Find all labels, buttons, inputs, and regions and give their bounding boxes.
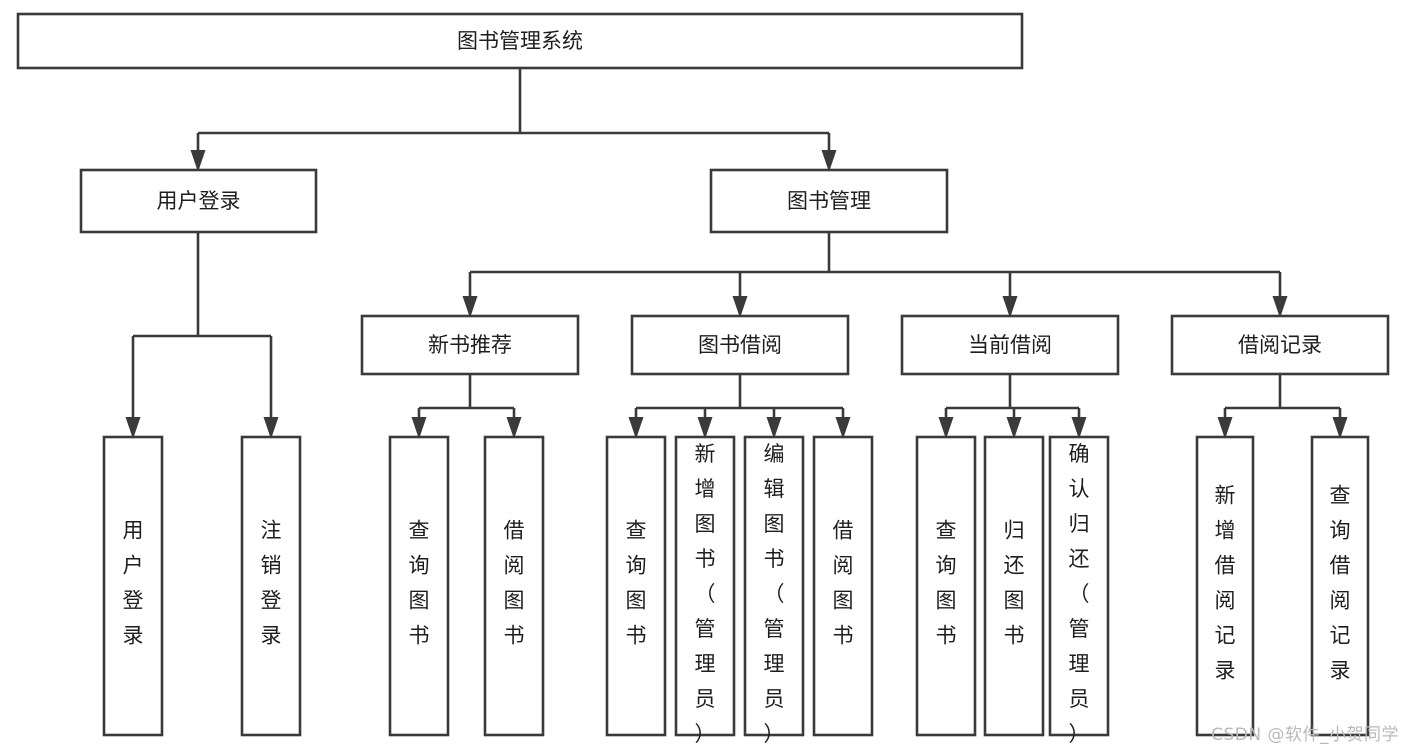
edge-group-root-to-level2 — [190, 68, 837, 172]
node-leaf-borrow-add[interactable]: 新增图书（管理员） — [674, 435, 736, 746]
node-label-leaf-borrow-add: 新增图书（管理员） — [695, 442, 716, 746]
node-leaf-user-login[interactable]: 用户登录 — [102, 435, 164, 737]
edges-layer — [125, 68, 1348, 439]
node-bookmgmt[interactable]: 图书管理 — [709, 168, 949, 234]
node-label-borrow: 图书借阅 — [698, 333, 782, 357]
node-login[interactable]: 用户登录 — [79, 168, 318, 234]
node-leaf-new-borrow[interactable]: 借阅图书 — [483, 435, 545, 737]
node-label-leaf-record-query: 查询借阅记录 — [1330, 484, 1351, 683]
node-label-leaf-new-query: 查询图书 — [409, 519, 430, 648]
node-label-leaf-user-logout: 注销登录 — [261, 519, 282, 648]
node-leaf-borrow-edit[interactable]: 编辑图书（管理员） — [743, 435, 805, 746]
node-label-leaf-user-login: 用户登录 — [123, 519, 144, 648]
node-label-login: 用户登录 — [157, 189, 241, 213]
node-label-leaf-current-query: 查询图书 — [936, 519, 957, 648]
node-label-root: 图书管理系统 — [457, 29, 583, 53]
edge-group-records-to-leaves — [1217, 374, 1348, 439]
node-leaf-user-logout[interactable]: 注销登录 — [240, 435, 302, 737]
node-label-leaf-borrow-query: 查询图书 — [626, 519, 647, 648]
node-label-leaf-new-borrow: 借阅图书 — [504, 519, 525, 648]
node-leaf-new-query[interactable]: 查询图书 — [388, 435, 450, 737]
node-label-current: 当前借阅 — [968, 333, 1052, 357]
edge-group-current-to-leaves — [938, 374, 1087, 439]
node-label-leaf-current-confirm: 确认归还（管理员） — [1069, 442, 1090, 746]
node-leaf-record-query[interactable]: 查询借阅记录 — [1310, 435, 1370, 737]
node-label-bookmgmt: 图书管理 — [787, 189, 871, 213]
node-label-records: 借阅记录 — [1238, 333, 1322, 357]
node-label-leaf-current-return: 归还图书 — [1004, 519, 1025, 648]
node-leaf-current-confirm[interactable]: 确认归还（管理员） — [1048, 435, 1110, 746]
node-newbook[interactable]: 新书推荐 — [360, 314, 580, 376]
nodes-layer: 图书管理系统用户登录图书管理新书推荐图书借阅当前借阅借阅记录用户登录注销登录查询… — [16, 12, 1390, 746]
edge-group-borrow-to-leaves — [628, 374, 851, 439]
node-leaf-borrow-lend[interactable]: 借阅图书 — [812, 435, 874, 737]
node-current[interactable]: 当前借阅 — [900, 314, 1120, 376]
node-leaf-record-add[interactable]: 新增借阅记录 — [1195, 435, 1255, 737]
node-label-leaf-record-add: 新增借阅记录 — [1215, 484, 1236, 683]
node-records[interactable]: 借阅记录 — [1170, 314, 1390, 376]
edge-group-login-to-leaves — [125, 232, 279, 439]
node-root[interactable]: 图书管理系统 — [16, 12, 1024, 70]
node-label-leaf-borrow-lend: 借阅图书 — [833, 519, 854, 648]
edge-group-newbook-to-leaves — [411, 374, 522, 439]
edge-group-bookmgmt-to-level3 — [462, 232, 1288, 318]
node-leaf-current-query[interactable]: 查询图书 — [915, 435, 977, 737]
node-borrow[interactable]: 图书借阅 — [630, 314, 850, 376]
node-label-leaf-borrow-edit: 编辑图书（管理员） — [764, 442, 785, 746]
node-label-newbook: 新书推荐 — [428, 333, 512, 357]
node-leaf-current-return[interactable]: 归还图书 — [983, 435, 1045, 737]
node-leaf-borrow-query[interactable]: 查询图书 — [605, 435, 667, 737]
